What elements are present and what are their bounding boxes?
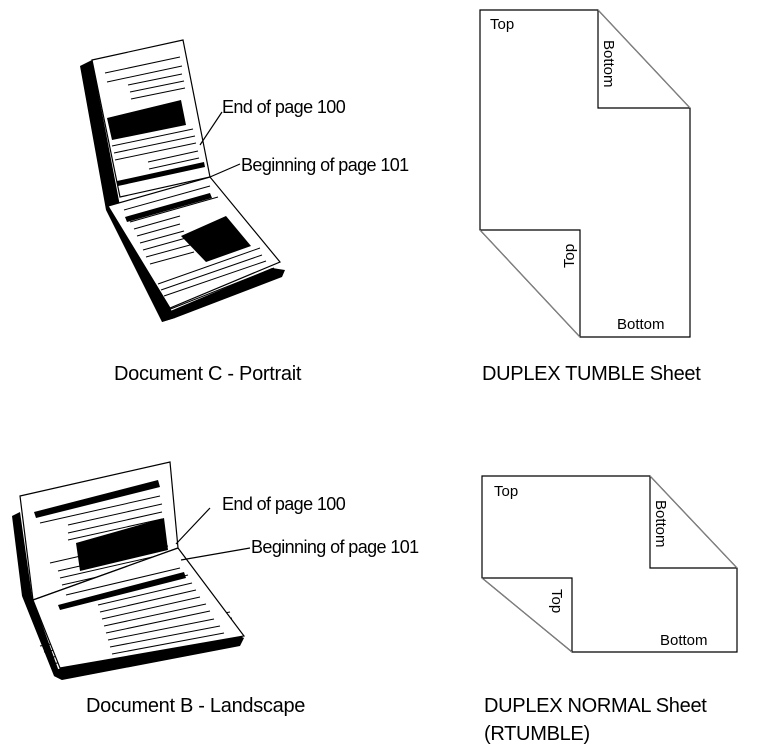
tumble-top-fold — [597, 10, 690, 109]
landscape-callout-end: End of page 100 — [222, 494, 346, 514]
landscape-lower-page — [32, 547, 246, 669]
landscape-book-illustration — [12, 461, 251, 680]
tumble-sheet-illustration — [479, 9, 691, 338]
portrait-callout-end: End of page 100 — [222, 97, 346, 117]
tumble-bottom-label: Bottom — [617, 316, 665, 333]
normal-sheet-illustration — [481, 475, 738, 653]
tumble-top-label: Top — [490, 16, 514, 33]
landscape-caption: Document B - Landscape — [86, 695, 305, 717]
landscape-book-bottom-edge — [54, 634, 244, 680]
normal-caption-line2: (RTUMBLE) — [484, 723, 590, 745]
portrait-upper-page-figure — [107, 100, 186, 140]
normal-fold-top-label: Top — [548, 589, 565, 613]
normal-top-label: Top — [494, 483, 518, 500]
portrait-caption: Document C - Portrait — [114, 363, 302, 385]
tumble-fold-bottom-label: Bottom — [600, 40, 617, 88]
landscape-lower-page-bar — [58, 572, 186, 610]
portrait-lower-page-figure — [181, 216, 251, 262]
normal-bottom-label: Bottom — [660, 632, 708, 649]
portrait-book-bottom-edge — [162, 268, 285, 322]
tumble-bottom-fold — [480, 229, 581, 337]
portrait-callout-begin-leader — [209, 163, 241, 178]
landscape-callout-begin-leader — [180, 547, 251, 561]
portrait-callout-end-leader — [199, 111, 223, 146]
tumble-caption: DUPLEX TUMBLE Sheet — [482, 363, 701, 385]
portrait-upper-page-bar — [117, 162, 205, 186]
portrait-book-spine — [80, 60, 175, 322]
landscape-callout-end-leader — [175, 507, 211, 545]
portrait-lower-page-bar — [125, 193, 212, 222]
portrait-callout-begin: Beginning of page 101 — [241, 155, 409, 175]
normal-caption-line1: DUPLEX NORMAL Sheet — [484, 695, 707, 717]
normal-top-fold — [649, 476, 737, 569]
landscape-upper-page-bar — [34, 480, 160, 518]
tumble-fold-top-label: Top — [561, 244, 578, 268]
landscape-callout-begin: Beginning of page 101 — [251, 537, 419, 557]
landscape-upper-page-figure — [76, 518, 168, 571]
portrait-book-illustration — [80, 39, 285, 322]
landscape-book-spine — [12, 512, 62, 680]
normal-fold-bottom-label: Bottom — [652, 500, 669, 548]
tumble-sheet-outline — [479, 9, 691, 338]
normal-sheet-outline — [481, 475, 738, 653]
normal-bottom-fold — [482, 577, 573, 652]
